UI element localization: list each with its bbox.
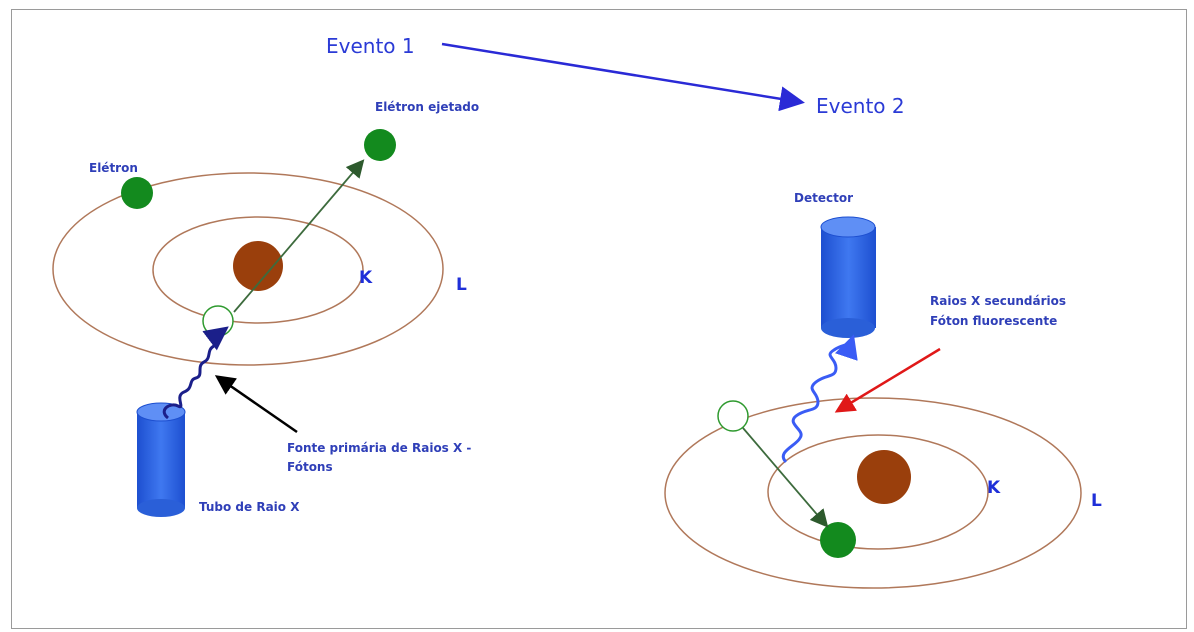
detector-body (821, 227, 876, 328)
nucleus (233, 241, 283, 291)
shell-l-label: L (1091, 491, 1102, 511)
electron-falling (820, 522, 856, 558)
tube-body (137, 412, 185, 508)
electron (121, 177, 153, 209)
event2-atom: K L (664, 397, 1102, 589)
detector-top (820, 216, 876, 238)
primary-source-pointer (214, 375, 298, 434)
ejection-path-arrow (233, 159, 365, 313)
shell-k-label: K (359, 268, 373, 288)
electron-label: Elétron (89, 161, 138, 175)
electron-vacancy (202, 305, 234, 337)
fluorescent-photon-pointer (834, 347, 941, 413)
primary-photon-wave (162, 326, 229, 420)
shell-k-label: K (987, 478, 1001, 498)
event-arrow (441, 42, 805, 112)
electron-vacancy (717, 400, 749, 432)
detector-bottom (821, 318, 875, 338)
tube-label: Tubo de Raio X (199, 500, 300, 514)
event-1-label: Evento 1 (326, 34, 415, 58)
secondary-photon-wave (781, 334, 858, 464)
electron-transition-arrow (742, 427, 829, 528)
primary-source-label-line2: Fótons (287, 460, 333, 474)
nucleus (857, 450, 911, 504)
ejected-electron (364, 129, 396, 161)
detector-label: Detector (794, 191, 853, 205)
shell-l-orbit (664, 397, 1082, 589)
shell-k-orbit (767, 434, 989, 550)
shell-l-orbit (52, 172, 444, 366)
secondary-xray-label-line1: Raios X secundários (930, 294, 1066, 308)
xray-tube (136, 402, 186, 517)
tube-bottom (137, 499, 185, 517)
secondary-xray-label-line2: Fóton fluorescente (930, 314, 1057, 328)
primary-source-label-line1: Fonte primária de Raios X - (287, 441, 471, 455)
detector (820, 216, 876, 338)
tube-top (136, 402, 186, 422)
shell-l-label: L (456, 275, 467, 295)
shell-k-orbit (152, 216, 364, 324)
event-2-label: Evento 2 (816, 94, 905, 118)
event1-atom: K L (52, 129, 467, 366)
ejected-electron-label: Elétron ejetado (375, 100, 479, 114)
